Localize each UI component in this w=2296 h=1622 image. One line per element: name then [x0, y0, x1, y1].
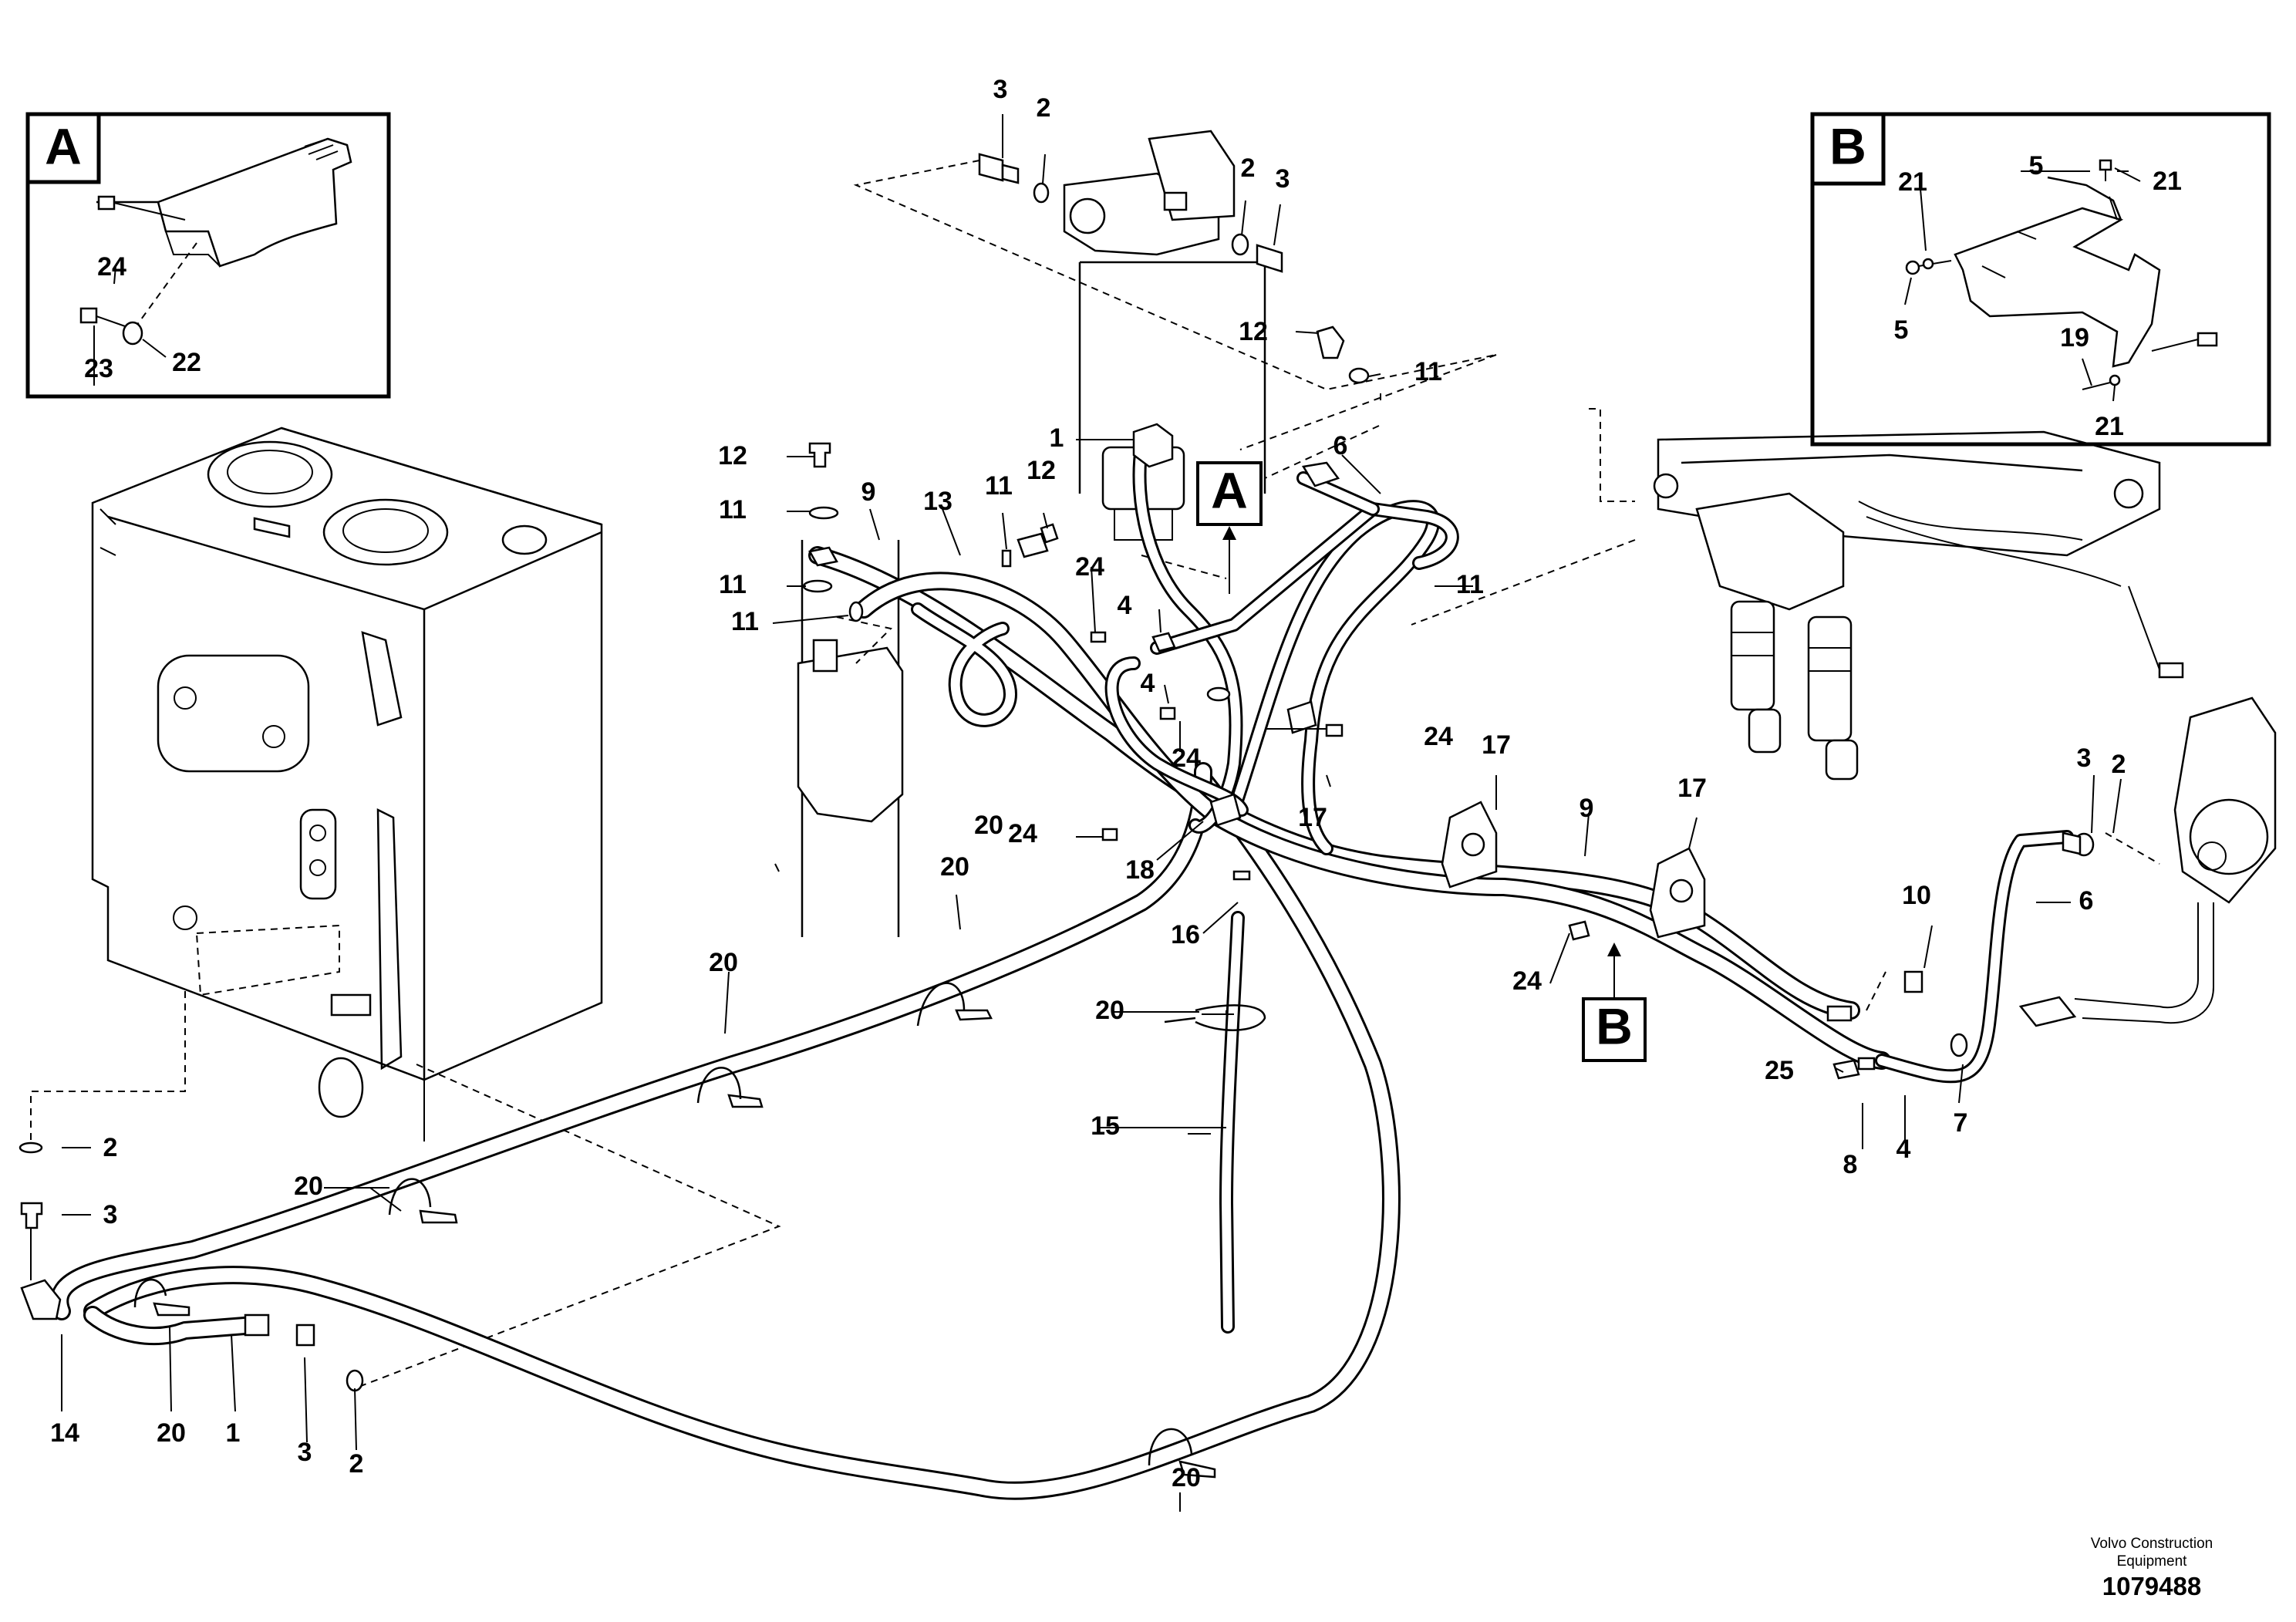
callout-15: 15 [1091, 1111, 1120, 1141]
callout-2-right: 2 [2112, 750, 2126, 779]
svg-text:B: B [1596, 997, 1633, 1054]
callout-18: 18 [1125, 855, 1155, 885]
detail-b-callout-5b: 5 [1894, 315, 1909, 345]
detail-b-letter: B [1829, 117, 1866, 174]
callout-11-filter: 11 [1414, 357, 1442, 386]
callout-24-center-b: 24 [1172, 744, 1201, 773]
marker-a: A [1196, 461, 1263, 594]
callout-11-left-a: 11 [719, 495, 747, 524]
marker-b: B [1582, 943, 1647, 1062]
callout-2-bottom: 2 [349, 1449, 364, 1479]
callout-4-center-a: 4 [1118, 591, 1132, 620]
callout-20-upper: 20 [940, 852, 969, 882]
fuel-hoses [50, 440, 2074, 1500]
callout-9-left: 9 [861, 477, 876, 507]
callout-24-center-a: 24 [1075, 552, 1104, 582]
footer: Volvo Construction Equipment 1079488 [2091, 1536, 2213, 1600]
callout-3-lower-left: 3 [103, 1200, 118, 1229]
callout-3-filter-right: 3 [1276, 164, 1290, 194]
callout-3-right: 3 [2077, 744, 2092, 773]
detail-a-panel: A 24 23 22 [25, 112, 391, 399]
callout-20-left: 20 [294, 1172, 323, 1201]
callout-12-filter: 12 [1239, 317, 1268, 346]
callout-17-right-a: 17 [1482, 730, 1511, 760]
callout-25: 25 [1765, 1056, 1794, 1085]
callout-6-right: 6 [2079, 886, 2094, 916]
callout-8: 8 [1843, 1150, 1858, 1179]
detail-a-callout-24: 24 [97, 252, 126, 282]
detail-b-panel: B 21 5 21 5 19 21 [1810, 112, 2271, 447]
callout-20-loop: 20 [974, 811, 1003, 840]
callout-11-center: 11 [1456, 570, 1484, 599]
callout-2-filter-left: 2 [1037, 93, 1051, 123]
callout-24-center-c: 24 [1424, 722, 1453, 751]
svg-text:A: A [1211, 461, 1248, 518]
callout-4-center-b: 4 [1141, 669, 1155, 698]
callout-20-mid: 20 [709, 948, 738, 977]
detail-a-letter: A [45, 117, 82, 174]
callout-17-center: 17 [1298, 803, 1327, 832]
fittings [19, 153, 2095, 1392]
callout-3-bottom: 3 [298, 1438, 312, 1467]
callout-10: 10 [1902, 881, 1931, 910]
callout-14: 14 [50, 1418, 79, 1448]
callout-1-bottom: 1 [226, 1418, 241, 1448]
callout-17-right-b: 17 [1677, 774, 1707, 803]
callout-leaders [61, 114, 2122, 1512]
detail-b-callout-21c: 21 [2095, 412, 2124, 441]
callout-11-left-c: 11 [731, 607, 759, 636]
callout-11-left-d: 11 [985, 471, 1013, 501]
detail-a-callout-22: 22 [172, 348, 201, 377]
callout-13: 13 [923, 487, 952, 516]
detail-b-callout-19: 19 [2060, 323, 2089, 352]
callout-12-left: 12 [718, 441, 747, 470]
detail-a-callout-23: 23 [84, 354, 113, 383]
detail-b-callout-5a: 5 [2029, 151, 2044, 180]
hose-clamps [133, 982, 1266, 1479]
callout-2-filter-right: 2 [1241, 153, 1256, 183]
callout-11-left-b: 11 [719, 570, 747, 599]
company-name-line2: Equipment [2117, 1553, 2188, 1570]
callout-1-filter: 1 [1050, 423, 1064, 453]
callout-20-center: 20 [1095, 996, 1124, 1025]
document-number: 1079488 [2102, 1572, 2201, 1600]
callout-labels: 3 2 2 3 12 11 1 12 11 11 11 9 13 11 12 6… [50, 75, 2126, 1492]
callout-24-right: 24 [1512, 966, 1542, 996]
detail-b-callout-21a: 21 [1898, 167, 1927, 197]
callout-20-bottom-left: 20 [157, 1418, 186, 1448]
fuel-tank [91, 427, 603, 1141]
callout-9-right: 9 [1580, 794, 1594, 823]
callout-16: 16 [1171, 920, 1200, 949]
callout-24-center-d: 24 [1008, 819, 1037, 848]
callout-3-filter-left: 3 [993, 75, 1008, 104]
injection-pump [1653, 430, 2277, 1027]
callout-7: 7 [1954, 1108, 1968, 1138]
detail-b-callout-21b: 21 [2153, 167, 2182, 196]
callout-4-right: 4 [1896, 1135, 1911, 1164]
callout-6-center: 6 [1333, 431, 1348, 460]
callout-12-left-b: 12 [1027, 456, 1056, 485]
company-name-line1: Volvo Construction [2091, 1536, 2213, 1552]
callout-2-lower-left: 2 [103, 1133, 118, 1162]
callout-20-bottom: 20 [1172, 1463, 1201, 1492]
